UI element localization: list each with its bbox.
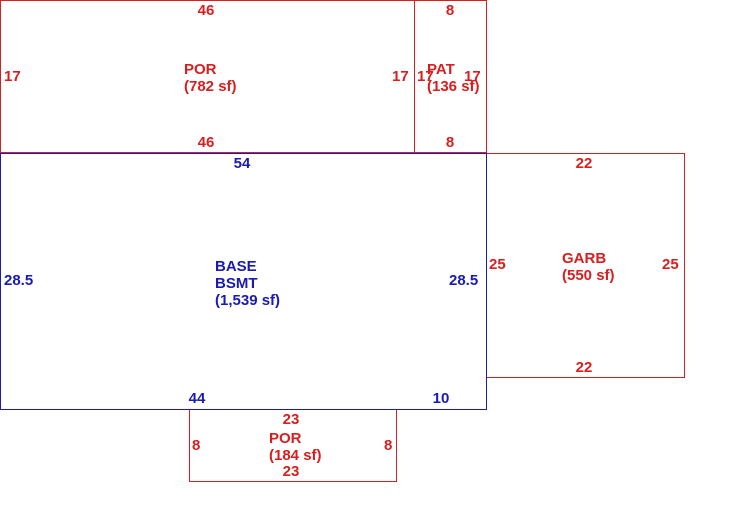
base-area: (1,539 sf) bbox=[215, 292, 280, 309]
pat-dim-bottom: 8 bbox=[446, 134, 454, 151]
pat-dim-left: 17 bbox=[417, 68, 434, 85]
por-bottom-dim-bottom: 23 bbox=[283, 463, 300, 480]
garb-dim-bottom: 22 bbox=[576, 359, 593, 376]
base-code: BASE bbox=[215, 258, 257, 275]
base-dim-top: 54 bbox=[234, 155, 251, 172]
base-dim-right: 28.5 bbox=[449, 272, 478, 289]
por-bottom-dim-left: 8 bbox=[192, 437, 200, 454]
garb-dim-top: 22 bbox=[576, 155, 593, 172]
garb-dim-left: 25 bbox=[489, 256, 506, 273]
base-outline bbox=[0, 153, 487, 410]
por-top-dim-right: 17 bbox=[392, 68, 409, 85]
garb-dim-right: 25 bbox=[662, 256, 679, 273]
base-dim-bottom-left: 44 bbox=[189, 390, 206, 407]
por-top-dim-top: 46 bbox=[198, 2, 215, 19]
por-bottom-dim-right: 8 bbox=[384, 437, 392, 454]
garb-area: (550 sf) bbox=[562, 267, 615, 284]
por-bottom-area: (184 sf) bbox=[269, 447, 322, 464]
por-top-dim-bottom: 46 bbox=[198, 134, 215, 151]
pat-code: PAT bbox=[427, 61, 455, 78]
pat-outline bbox=[414, 0, 487, 153]
por-top-area: (782 sf) bbox=[184, 78, 237, 95]
base-dim-left: 28.5 bbox=[4, 272, 33, 289]
pat-dim-right: 17 bbox=[464, 68, 481, 85]
garb-code: GARB bbox=[562, 250, 606, 267]
por-bottom-code: POR bbox=[269, 430, 302, 447]
por-top-code: POR bbox=[184, 61, 217, 78]
pat-area: (136 sf) bbox=[427, 78, 480, 95]
por-bottom-dim-top: 23 bbox=[283, 411, 300, 428]
base-dim-bottom-right: 10 bbox=[433, 390, 450, 407]
base-subcode: BSMT bbox=[215, 275, 258, 292]
pat-dim-top: 8 bbox=[446, 2, 454, 19]
por-top-dim-left: 17 bbox=[4, 68, 21, 85]
